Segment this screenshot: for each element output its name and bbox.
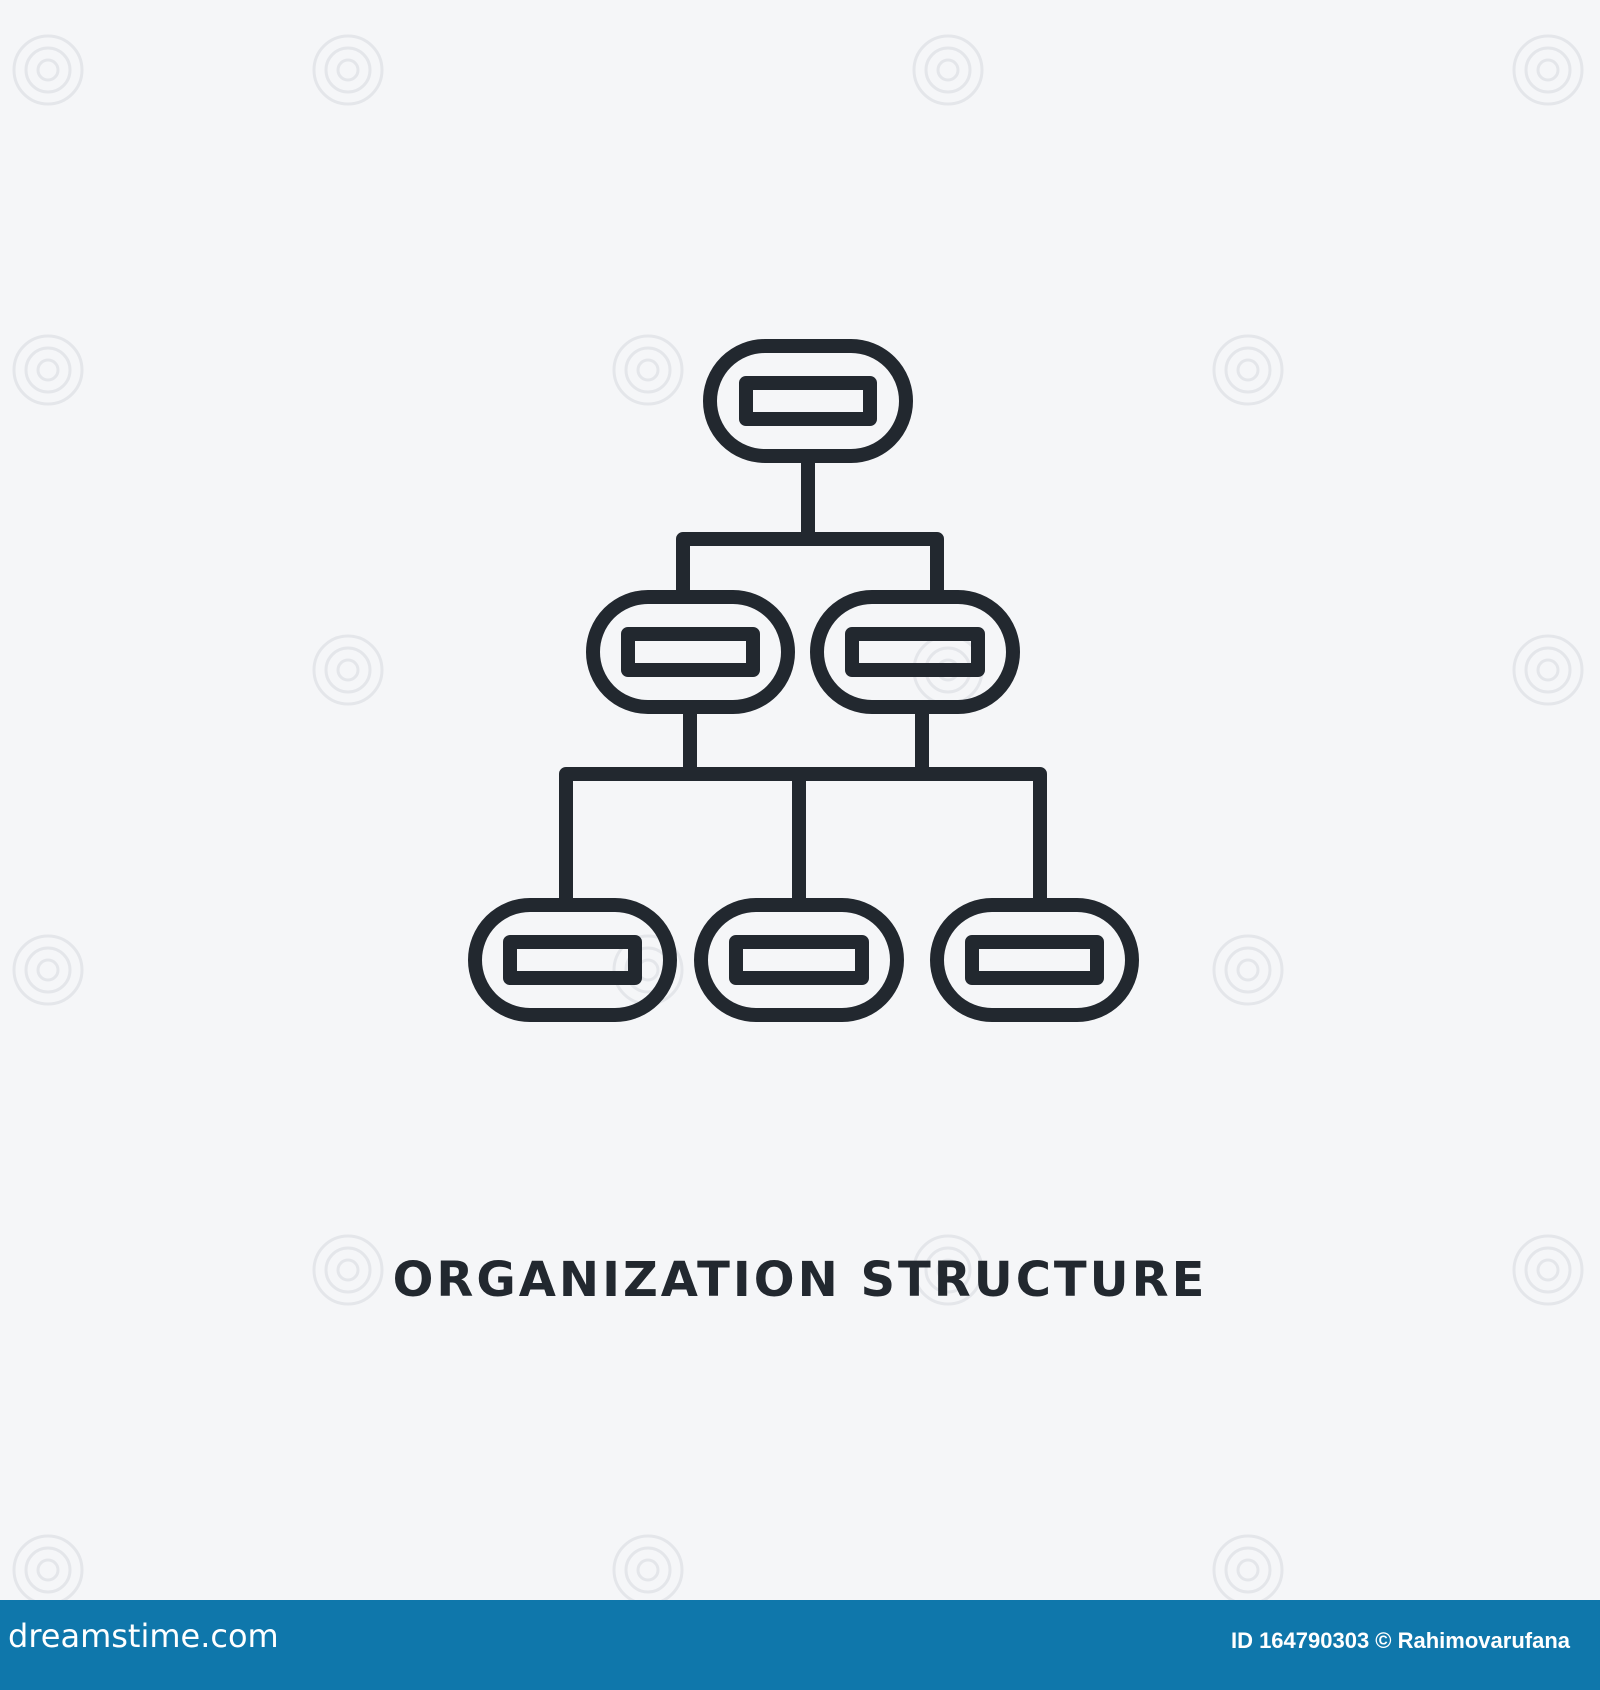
middle-node-left [586,590,795,714]
top-node [703,339,913,463]
bottom-node-center [694,898,904,1022]
middle-node-right [810,590,1020,714]
footer-bar: dreamstime.com ID 164790303 © Rahimovaru… [0,1600,1600,1690]
footer-logo[interactable]: dreamstime.com [8,1617,279,1655]
icon-caption: ORGANIZATION STRUCTURE [392,1252,1208,1308]
organization-structure-icon [468,339,1139,1022]
stock-image-canvas: ORGANIZATION STRUCTURE [12,34,1584,1600]
image-credit: ID 164790303 © Rahimovarufana [1230,1628,1570,1653]
connector-lines [559,449,1047,912]
bottom-node-right [930,898,1139,1022]
bottom-node-left [468,898,677,1022]
